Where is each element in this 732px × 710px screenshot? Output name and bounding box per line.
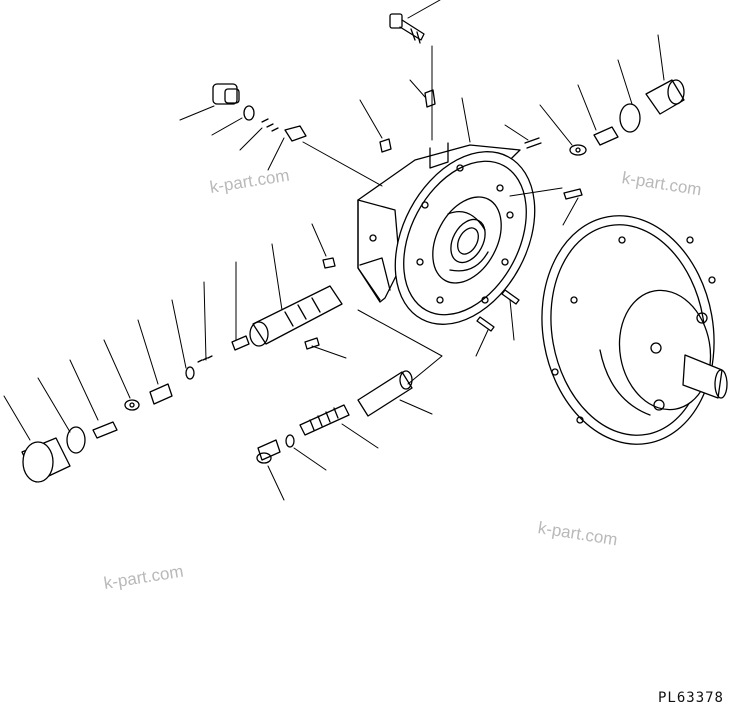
plug-bottom-left (21, 383, 173, 483)
valve-spool-upper (185, 285, 343, 380)
flange-plate (394, 151, 536, 325)
drawing-code: PL63378 (657, 690, 724, 706)
output-flange-rotor (541, 215, 728, 445)
top-bolt (389, 13, 425, 44)
leader-lines (3, 0, 665, 501)
plug-top-left (212, 83, 307, 142)
valve-spool-lower (256, 370, 413, 464)
pins (304, 89, 583, 350)
plug-top-right (524, 79, 685, 156)
